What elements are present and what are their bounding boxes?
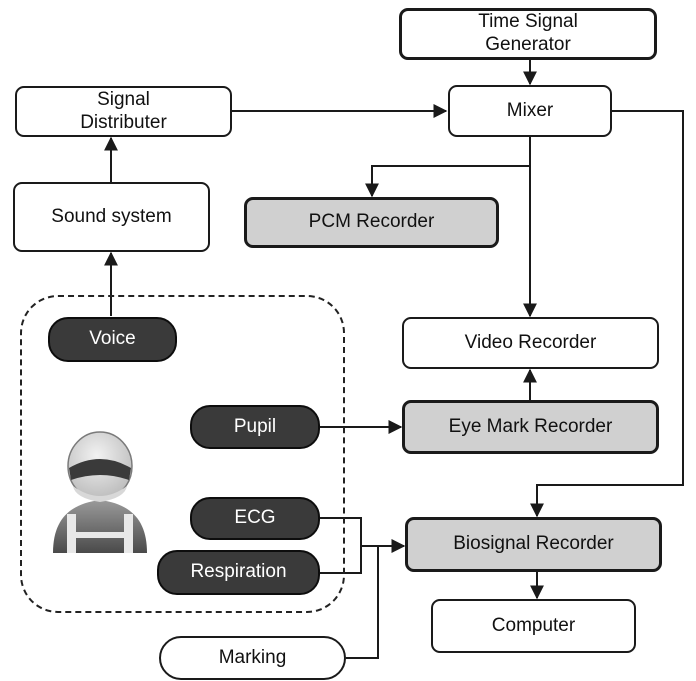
computer-box: Computer — [431, 599, 636, 653]
eye-mark-recorder-label: Eye Mark Recorder — [448, 415, 613, 437]
marking-label: Marking — [218, 646, 287, 668]
time-signal-generator-label: Time Signal Generator — [478, 11, 578, 55]
edge-marking-to-biosignal — [346, 546, 379, 659]
edge-mixer-to-biosignal — [530, 110, 684, 518]
respiration-label: Respiration — [190, 561, 287, 583]
signal-distributer-label: Signal Distributer — [80, 88, 167, 133]
person-with-headset-icon — [53, 431, 147, 553]
pcm-recorder-box: PCM Recorder — [244, 197, 499, 248]
video-recorder-box: Video Recorder — [402, 317, 659, 369]
respiration-box: Respiration — [157, 550, 320, 595]
marking-box: Marking — [159, 636, 346, 680]
sound-system-label: Sound system — [51, 205, 172, 227]
edge-mixer-to-pcm — [365, 165, 530, 198]
pcm-recorder-label: PCM Recorder — [308, 211, 435, 233]
edge-ecg-to-biosignal — [320, 517, 362, 546]
edge-respiration-to-biosignal — [320, 546, 362, 574]
mixer-label: Mixer — [506, 99, 554, 121]
eye-mark-recorder-box: Eye Mark Recorder — [402, 400, 659, 454]
mixer-box: Mixer — [448, 85, 612, 137]
voice-label: Voice — [89, 328, 136, 350]
ecg-label: ECG — [234, 507, 276, 529]
computer-label: Computer — [491, 614, 576, 636]
video-recorder-label: Video Recorder — [464, 331, 597, 353]
voice-box: Voice — [48, 317, 177, 362]
time-signal-generator-box: Time Signal Generator — [399, 8, 657, 60]
signal-distributer-box: Signal Distributer — [15, 86, 232, 137]
subject-region — [20, 295, 345, 613]
pupil-box: Pupil — [190, 405, 320, 449]
biosignal-recorder-box: Biosignal Recorder — [405, 517, 662, 572]
sound-system-box: Sound system — [13, 182, 210, 252]
ecg-box: ECG — [190, 497, 320, 540]
biosignal-recorder-label: Biosignal Recorder — [453, 533, 614, 555]
pupil-label: Pupil — [233, 415, 277, 437]
